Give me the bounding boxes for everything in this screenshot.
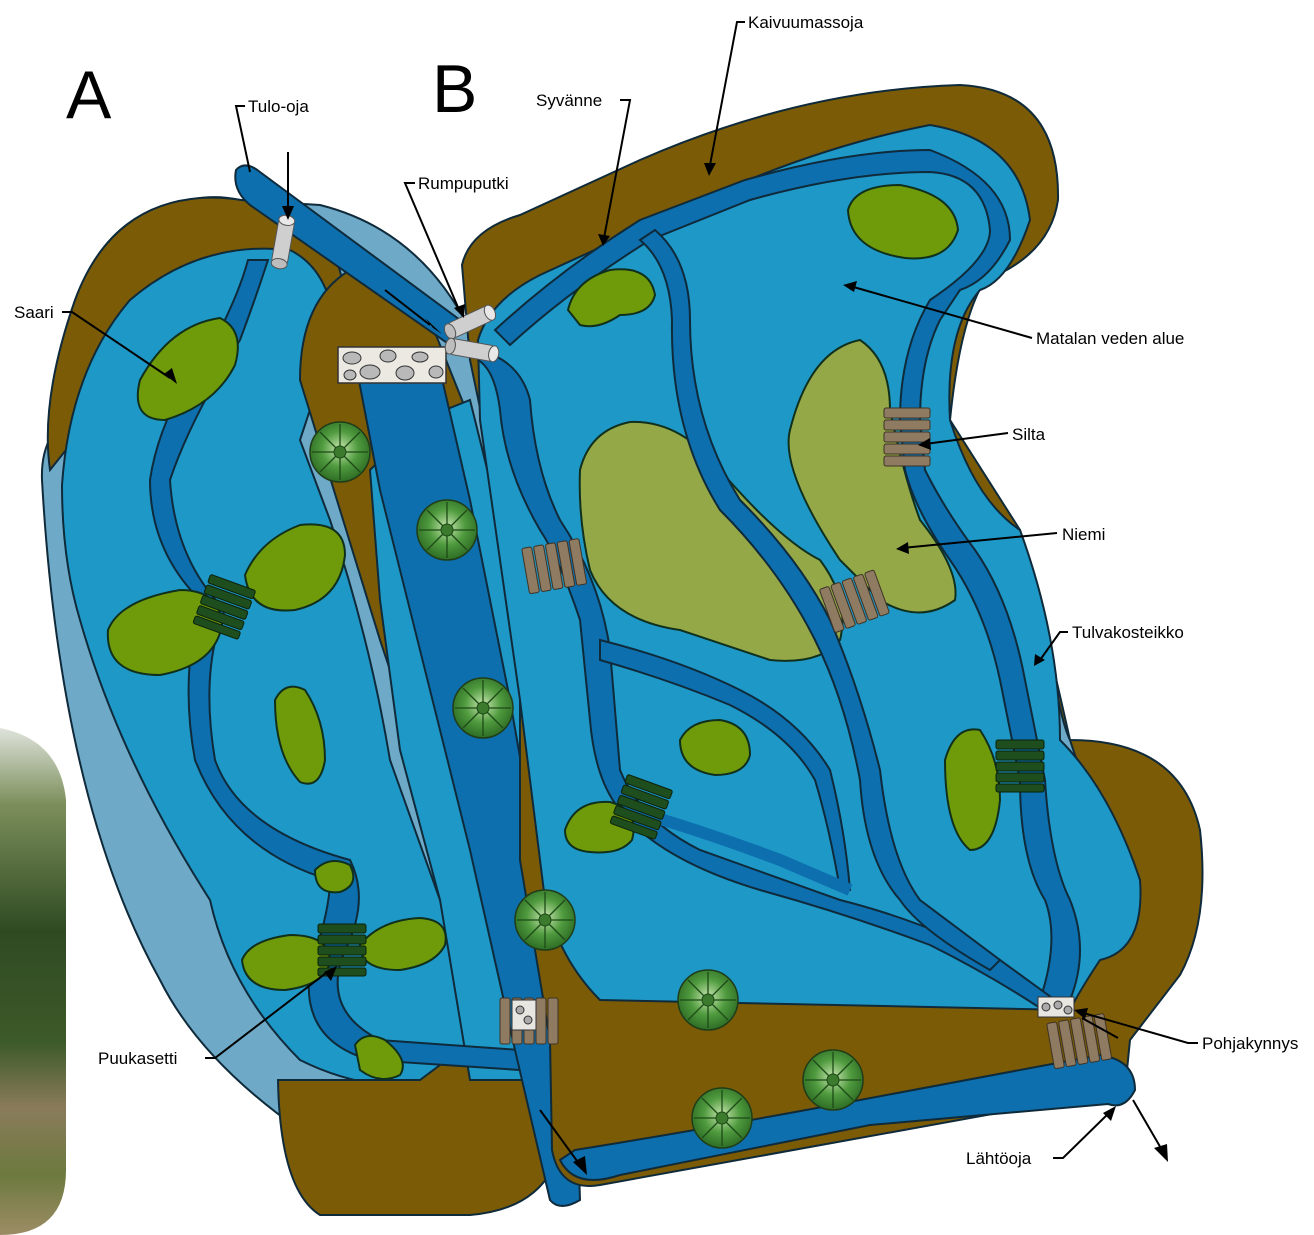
label-pohjakynnys: Pohjakynnys — [1202, 1034, 1298, 1053]
label-syvanne: Syvänne — [536, 91, 602, 110]
label-puukasetti: Puukasetti — [98, 1049, 177, 1068]
tree-icon — [803, 1050, 863, 1110]
wood-cassette-icon — [318, 924, 366, 976]
label-matalan-veden-alue: Matalan veden alue — [1036, 329, 1184, 348]
label-saari: Saari — [14, 303, 54, 322]
tree-icon — [678, 970, 738, 1030]
tree-icon — [417, 500, 477, 560]
label-silta: Silta — [1012, 425, 1046, 444]
wood-cassette-icon — [996, 740, 1044, 792]
label-kaivuumassoja: Kaivuumassoja — [748, 13, 864, 32]
label-lahtooja: Lähtöoja — [966, 1149, 1032, 1168]
tree-icon — [310, 422, 370, 482]
label-niemi: Niemi — [1062, 525, 1105, 544]
label-rumpuputki: Rumpuputki — [418, 174, 509, 193]
label-tulvakosteikko: Tulvakosteikko — [1072, 623, 1184, 642]
tree-icon — [515, 890, 575, 950]
tree-icon — [692, 1088, 752, 1148]
bridge-icon — [884, 408, 930, 466]
tree-icon — [453, 678, 513, 738]
panel-label-b: B — [432, 51, 477, 127]
photo-inset — [0, 728, 66, 1235]
label-tulo-oja: Tulo-oja — [248, 97, 309, 116]
panel-label-a: A — [66, 57, 112, 133]
